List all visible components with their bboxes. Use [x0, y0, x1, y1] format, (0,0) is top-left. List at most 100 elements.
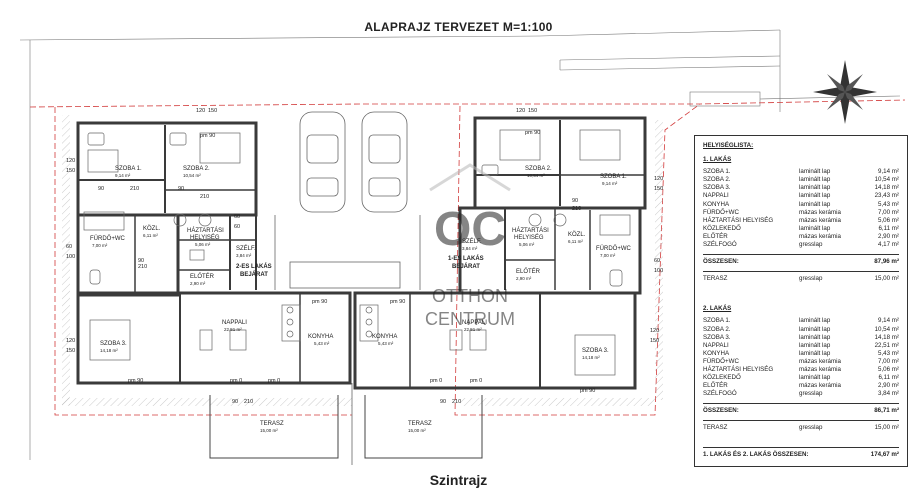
schedule-cell-area: 10,54 m²	[874, 325, 899, 333]
divider	[703, 271, 899, 273]
schedule-cell-name: HÁZTARTÁSI HELYISÉG	[703, 216, 774, 224]
dim-pm90-right-kitchen: pm 90	[390, 299, 405, 305]
divider	[703, 420, 899, 422]
schedule-cell-area: 6,11 m²	[878, 374, 899, 382]
schedule-cell-floor: laminált lap	[799, 168, 831, 176]
watermark-line2: CENTRUM	[425, 309, 515, 329]
dim-120-left-top: 120	[196, 108, 205, 114]
dim-150-right-side: 150	[654, 186, 663, 192]
room-area-kozl-left: 6,11 m²	[143, 233, 158, 238]
schedule-cell-name: SZOBA 3.	[703, 333, 731, 341]
unit2-heading: 2. LAKÁS	[703, 305, 732, 313]
dim-60-left-side: 60	[66, 244, 72, 250]
schedule-cell-name: SZOBA 1.	[703, 168, 731, 176]
unit1-terrace-floor: gresslap	[799, 275, 823, 283]
schedule-cell-area: 2,90 m²	[878, 232, 899, 240]
dim-90-left-2: 90	[178, 186, 184, 192]
schedule-cell-floor: mázas kerámia	[799, 382, 841, 390]
room-name-szoba3-left: SZOBA 3.	[100, 341, 127, 347]
schedule-cell-area: 5,43 m²	[878, 200, 899, 208]
dim-150-right-top: 150	[528, 108, 537, 114]
dim-100-left-side: 100	[66, 254, 75, 260]
schedule-cell-area: 10,54 m²	[874, 176, 899, 184]
room-name-haztartasi-left-2: HELYISÉG	[190, 234, 220, 241]
dim-210-left-3: 210	[138, 264, 147, 270]
entrance-label-right-2: BEJÁRAT	[452, 263, 480, 270]
room-name-szelf-right: SZÉLF.	[462, 238, 482, 245]
room-name-furdo-left: FÜRDŐ+WC	[90, 235, 125, 242]
dim-pm90-left-top: pm 90	[200, 133, 215, 139]
room-name-szoba1-right: SZOBA 1.	[600, 174, 627, 180]
caption: Szintrajz	[429, 472, 488, 488]
watermark-line1: OTTHON	[432, 286, 508, 306]
room-schedule: HELYISÉGLISTA: 1. LAKÁS SZOBA 1.laminált…	[694, 135, 908, 467]
dim-120-left-side: 120	[66, 158, 75, 164]
schedule-cell-name: ELŐTÉR	[703, 232, 728, 240]
schedule-cell-name: FÜRDŐ+WC	[703, 208, 739, 216]
schedule-cell-area: 5,43 m²	[878, 349, 899, 357]
room-area-szoba3-left: 14,18 m²	[100, 348, 118, 353]
schedule-cell-name: KÖZLEKEDŐ	[703, 224, 741, 232]
grand-total-row: 1. LAKÁS ÉS 2. LAKÁS ÖSSZESEN: 174,67 m²	[703, 451, 899, 459]
schedule-cell-floor: laminált lap	[799, 184, 831, 192]
schedule-cell-area: 7,00 m²	[878, 208, 899, 216]
schedule-cell-name: ELŐTÉR	[703, 382, 728, 390]
site-boundary	[19, 29, 901, 460]
dim-120-left-side-2: 120	[66, 338, 75, 344]
compass-rose-icon	[813, 60, 877, 124]
room-name-kozl-right: KÖZL.	[568, 231, 586, 238]
room-area-eloter-left: 2,90 m²	[190, 281, 206, 286]
schedule-cell-name: SZOBA 2.	[703, 176, 731, 184]
watermark: OC OTTHON CENTRUM	[425, 163, 515, 329]
dim-120-right-top: 120	[516, 108, 525, 114]
dim-60-left-2: 60	[234, 224, 240, 230]
sidewalk-hatching	[62, 115, 663, 406]
dim-90-left-3: 90	[138, 258, 144, 264]
schedule-cell-name: HÁZTARTÁSI HELYISÉG	[703, 365, 774, 373]
schedule-cell-area: 2,90 m²	[878, 382, 899, 390]
left-unit-labels: SZOBA 1. 9,14 m² SZOBA 2. 10,54 m² KÖZL.…	[90, 166, 333, 433]
dim-pm90-right-bottom: pm 90	[580, 388, 595, 394]
room-name-furdo-right: FÜRDŐ+WC	[596, 245, 631, 252]
right-unit-labels: SZOBA 2. 10,54 m² SZOBA 1. 9,14 m² KÖZL.…	[372, 166, 631, 433]
room-area-haztartasi-right: 5,06 m²	[519, 242, 535, 247]
schedule-cell-floor: laminált lap	[799, 192, 831, 200]
schedule-cell-floor: laminált lap	[799, 349, 831, 357]
property-line	[29, 99, 906, 416]
dim-100-right-side: 100	[654, 268, 663, 274]
schedule-cell-area: 23,43 m²	[874, 192, 899, 200]
schedule-row: ELŐTÉR mázas kerámia 2,90 m²	[703, 382, 899, 390]
schedule-cell-floor: gresslap	[799, 390, 823, 398]
schedule-cell-name: KÖZLEKEDŐ	[703, 374, 741, 382]
unit1-terrace-row: TERASZ gresslap 15,00 m²	[703, 275, 899, 283]
terraces	[209, 395, 483, 459]
schedule-cell-name: SZOBA 2.	[703, 325, 731, 333]
divider	[703, 446, 899, 448]
schedule-cell-floor: mázas kerámia	[799, 216, 841, 224]
unit1-heading: 1. LAKÁS	[703, 156, 732, 164]
unit2-total-label: ÖSSZESEN:	[703, 407, 739, 415]
dim-pm0-left-1: pm 0	[230, 378, 242, 384]
schedule-cell-floor: mázas kerámia	[799, 357, 841, 365]
watermark-logo: OC	[434, 203, 506, 256]
schedule-cell-name: SZOBA 3.	[703, 184, 731, 192]
unit1-total-label: ÖSSZESEN:	[703, 258, 739, 266]
plan-title: ALAPRAJZ TERVEZET M=1:100	[364, 20, 553, 34]
room-name-eloter-left: ELŐTÉR	[190, 273, 215, 280]
dim-pm0-right-2: pm 0	[470, 378, 482, 384]
room-area-szoba2-right: 10,54 m²	[527, 173, 545, 178]
schedule-cell-floor: laminált lap	[799, 333, 831, 341]
